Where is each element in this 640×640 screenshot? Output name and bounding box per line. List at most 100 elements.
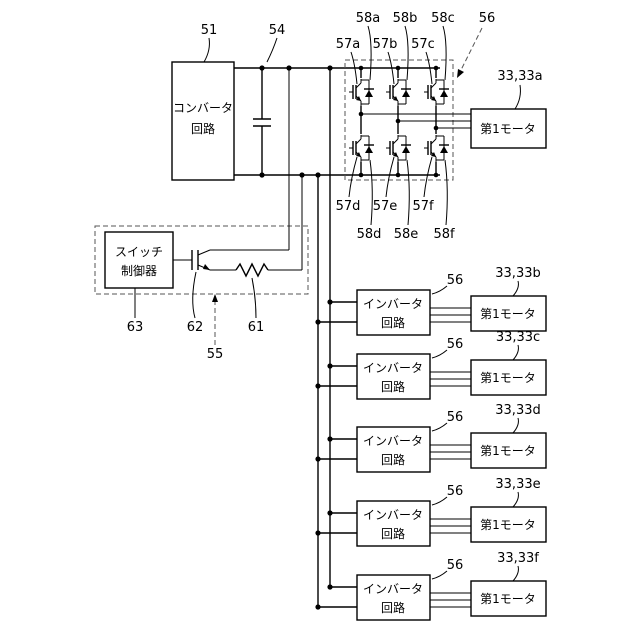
motor-ref: 33,33d <box>495 403 540 418</box>
converter-label-line1: コンバータ <box>173 101 233 115</box>
switch-circuit-leader-arrow <box>212 294 218 302</box>
lower-switch <box>386 134 411 162</box>
discharge-resistor <box>236 264 268 276</box>
inverter-leader <box>432 423 447 431</box>
upper-diode-leader <box>443 26 446 80</box>
inverter-unit: インバータ回路56第1モータ33,33d <box>315 403 546 472</box>
first-motor-leader <box>515 85 520 109</box>
inverter-leader <box>432 497 447 505</box>
switch-circuit-ref: 55 <box>207 347 224 362</box>
converter-box <box>172 62 234 180</box>
converter-ref: 51 <box>201 23 218 38</box>
junction-dot <box>315 456 320 461</box>
bridge-ref: 56 <box>479 11 496 26</box>
resistor-ref: 61 <box>248 320 265 335</box>
upper-transistor-ref: 57a <box>336 37 361 52</box>
motor-label: 第1モータ <box>480 444 536 458</box>
dc-bus <box>234 65 357 177</box>
motor-leader <box>513 418 518 433</box>
converter-label-line2: 回路 <box>191 121 215 136</box>
motor-ref: 33,33e <box>495 477 540 492</box>
inverter-label-line1: インバータ <box>363 508 423 522</box>
switch-element-leader <box>193 272 196 318</box>
motor-ref: 33,33f <box>497 551 539 566</box>
bridge-leg: 58a57a57d58d <box>336 11 471 242</box>
junction-dot <box>359 173 364 178</box>
inverter-unit: インバータ回路 56 第1モータ 33,33e <box>315 477 546 546</box>
upper-diode-ref: 58a <box>356 11 381 26</box>
junction-dot <box>327 363 332 368</box>
inverter-label-line2: 回路 <box>381 379 405 394</box>
upper-switch <box>424 78 449 106</box>
inverter-ref: 56 <box>447 273 464 288</box>
motor-ref: 33,33b <box>495 266 540 281</box>
junction-dot <box>434 66 439 71</box>
junction-dot <box>327 510 332 515</box>
inverter-unit: インバータ回路56第1モータ33,33c <box>315 330 546 399</box>
motor-label: 第1モータ <box>480 592 536 606</box>
inverter-leader <box>432 571 447 579</box>
inverter-label-line1: インバータ <box>363 297 423 311</box>
motor-leader <box>513 566 518 581</box>
upper-diode-ref: 58c <box>431 11 455 26</box>
junction-dot <box>396 173 401 178</box>
junction-dot <box>327 584 332 589</box>
lower-diode-ref: 58f <box>433 227 455 242</box>
converter-leader <box>204 38 209 62</box>
upper-diode-leader <box>405 26 408 80</box>
switch-collector <box>198 250 210 255</box>
lower-diode-leader <box>445 160 447 225</box>
lower-switch <box>424 134 449 162</box>
inverter-ref: 56 <box>447 337 464 352</box>
lower-transistor-leader <box>349 157 357 197</box>
inverter-label-line2: 回路 <box>381 452 405 467</box>
motor-leader <box>513 492 518 507</box>
junction-dot <box>315 604 320 609</box>
lower-diode-leader <box>370 160 372 225</box>
bridge-leader <box>460 28 482 72</box>
lower-transistor-leader <box>424 157 432 197</box>
motor-leader <box>513 345 518 360</box>
junction-dot <box>434 173 439 178</box>
motor-label: 第1モータ <box>480 518 536 532</box>
switch-controller-box <box>105 232 173 288</box>
motor-label: 第1モータ <box>480 307 536 321</box>
junction-dot <box>359 66 364 71</box>
upper-switch <box>386 78 411 106</box>
capacitor-ref: 54 <box>269 23 286 38</box>
first-motor-a: 第1モータ 33,33a <box>471 69 546 148</box>
lower-transistor-ref: 57f <box>412 199 434 214</box>
inverter-unit: インバータ回路56第1モータ33,33f <box>315 551 546 620</box>
bridge-leader-arrow <box>457 69 464 78</box>
lower-transistor-leader <box>386 157 394 197</box>
motor-leader <box>513 281 518 296</box>
lower-diode-ref: 58d <box>357 227 382 242</box>
upper-transistor-ref: 57c <box>411 37 435 52</box>
switch-controller-ref: 63 <box>127 320 144 335</box>
inverter-leader <box>432 350 447 358</box>
lower-switch <box>349 134 374 162</box>
motor-ref: 33,33c <box>496 330 540 345</box>
inverter-label-line2: 回路 <box>381 526 405 541</box>
upper-switch <box>349 78 374 106</box>
first-motor-ref: 33,33a <box>497 69 542 84</box>
inverter-label-line1: インバータ <box>363 582 423 596</box>
lower-diode-leader <box>407 160 409 225</box>
switch-controller-label-line2: 制御器 <box>121 263 157 278</box>
inverter-ref: 56 <box>447 558 464 573</box>
inverter-unit: インバータ回路56第1モータ33,33b <box>315 266 546 335</box>
upper-diode-ref: 58b <box>393 11 418 26</box>
junction-dot <box>327 299 332 304</box>
upper-transistor-ref: 57b <box>373 37 398 52</box>
resistor-leader <box>252 278 256 318</box>
switch-controller-label-line1: スイッチ <box>115 245 163 259</box>
switch-emitter-arrow <box>203 264 210 270</box>
bridge-leg: 58c 57c 57f 58f <box>411 11 471 242</box>
junction-dot <box>315 383 320 388</box>
switch-element-ref: 62 <box>187 320 204 335</box>
inverter-ref: 56 <box>447 484 464 499</box>
junction-dot <box>315 530 320 535</box>
capacitor-leader <box>267 38 277 62</box>
